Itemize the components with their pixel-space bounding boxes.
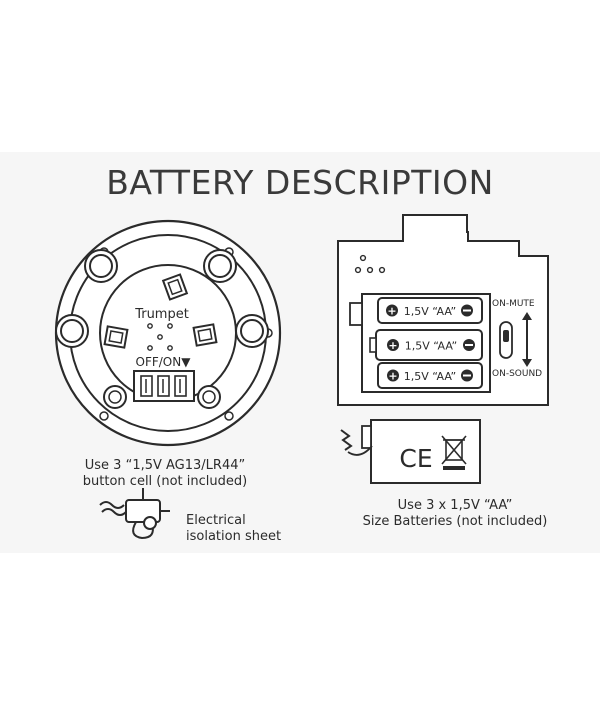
battery-label: 1,5V “AA” xyxy=(404,305,457,318)
off-on-switch xyxy=(133,370,195,402)
trumpet-unit: Trumpet OFF/ON▼ xyxy=(54,219,282,447)
weee-bin-icon xyxy=(441,435,467,470)
button-cell xyxy=(203,249,237,283)
button-cell xyxy=(55,314,89,348)
wire-connector xyxy=(340,429,353,451)
trumpet-key xyxy=(192,323,218,347)
battery-label: 1,5V “AA” xyxy=(404,370,457,383)
speaker-hole xyxy=(167,323,173,329)
button-cell xyxy=(235,314,269,348)
svg-text:+: + xyxy=(388,339,397,352)
mute-sound-switch: ON-MUTE ON-SOUND xyxy=(492,299,542,379)
aa-compartment-unit: + 1,5V “AA” + 1,5V “AA” + 1,5V “AA” xyxy=(337,214,549,406)
aa-battery: + 1,5V “AA” xyxy=(377,297,483,324)
on-sound-label: ON-SOUND xyxy=(492,369,542,379)
switch-label: OFF/ON▼ xyxy=(136,355,192,369)
ce-mark: CE xyxy=(399,444,432,473)
trumpet-label: Trumpet xyxy=(134,307,189,322)
trumpet-key xyxy=(103,325,129,349)
isolation-label-2: isolation sheet xyxy=(186,529,281,544)
battery-label: 1,5V “AA” xyxy=(405,340,458,353)
right-caption-2: Size Batteries (not included) xyxy=(362,514,548,529)
left-caption-1: Use 3 “1,5V AG13/LR44” xyxy=(84,458,246,473)
page-title: BATTERY DESCRIPTION xyxy=(106,163,494,202)
isolation-sheet-illustration: Electrical isolation sheet xyxy=(99,488,281,544)
battery-box-illustration: CE xyxy=(340,419,481,484)
button-cell xyxy=(84,249,118,283)
speaker-hole xyxy=(147,323,153,329)
screw-hole xyxy=(99,411,109,421)
aa-battery: + 1,5V “AA” xyxy=(369,329,483,361)
right-caption-1: Use 3 x 1,5V “AA” xyxy=(397,498,513,513)
aa-battery: + 1,5V “AA” xyxy=(377,362,483,389)
svg-text:+: + xyxy=(388,370,397,383)
svg-text:+: + xyxy=(387,305,396,318)
trumpet-key xyxy=(161,273,189,301)
isolation-label-1: Electrical xyxy=(186,513,246,528)
on-mute-label: ON-MUTE xyxy=(492,299,535,309)
left-caption-2: button cell (not included) xyxy=(82,474,248,489)
speaker-hole xyxy=(147,345,153,351)
screw-hole xyxy=(224,411,234,421)
speaker-hole xyxy=(167,345,173,351)
speaker-hole xyxy=(157,334,163,340)
